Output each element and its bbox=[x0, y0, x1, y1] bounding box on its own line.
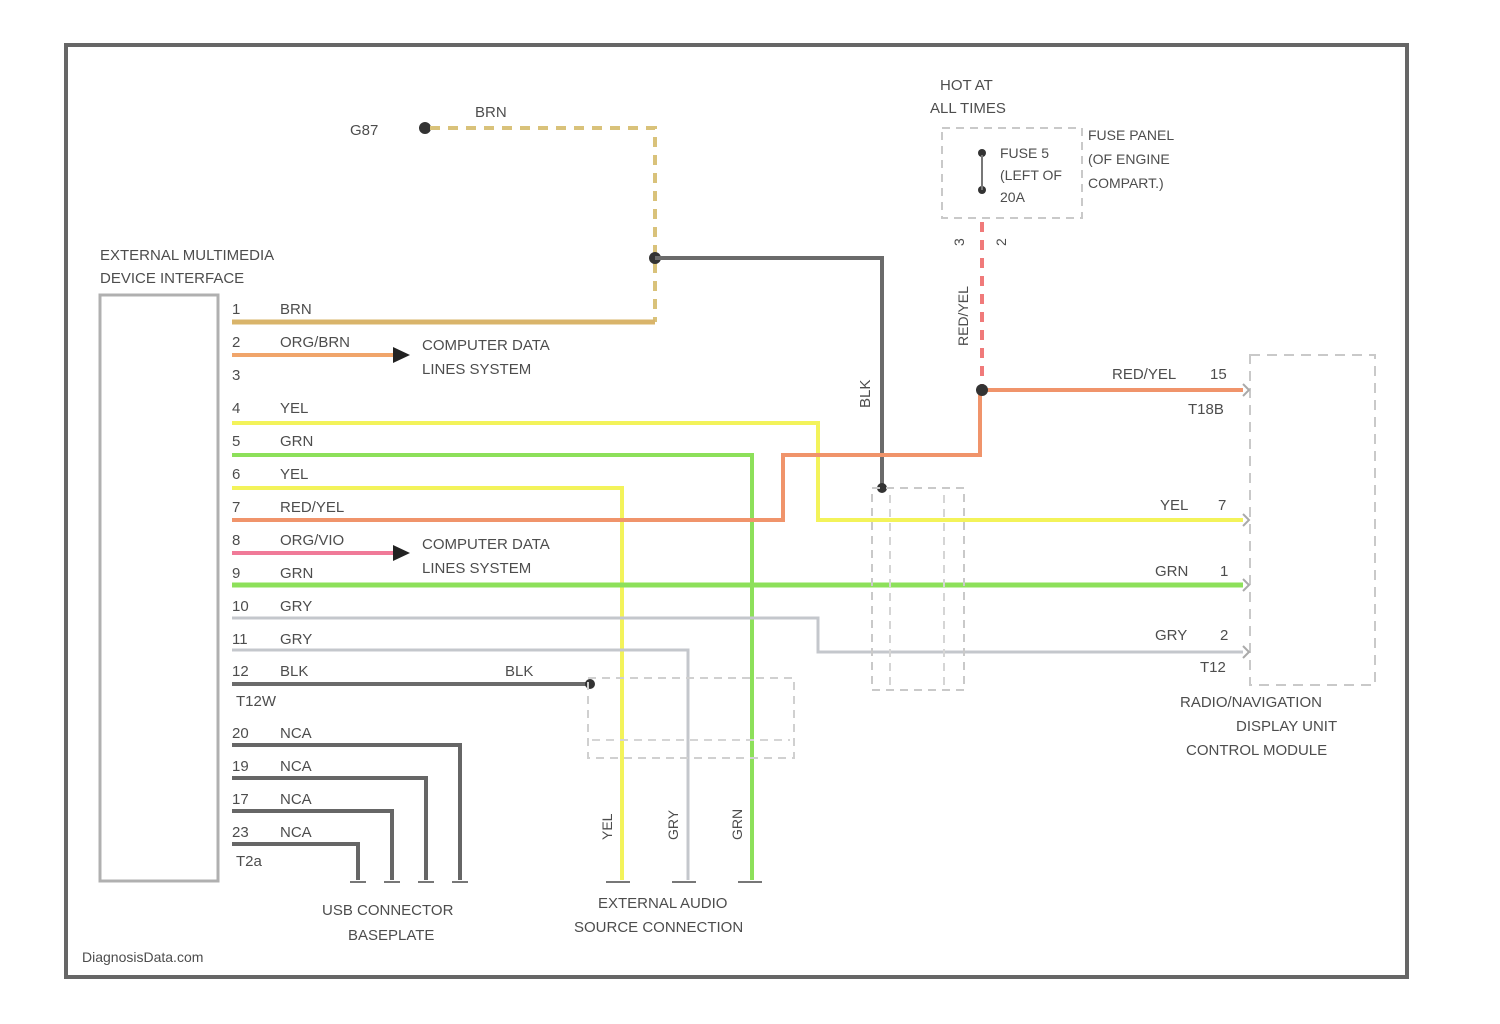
pin-num: 2 bbox=[232, 334, 240, 351]
pin-wire: GRY bbox=[280, 598, 312, 615]
pin-wire: ORG/BRN bbox=[280, 334, 350, 351]
emdi-title-1: EXTERNAL MULTIMEDIA bbox=[100, 247, 274, 264]
pin-num: 11 bbox=[232, 631, 248, 648]
fuse-label-2: (LEFT OF bbox=[1000, 167, 1062, 183]
computer-data-2b: LINES SYSTEM bbox=[422, 560, 531, 577]
pin-num: 1 bbox=[232, 301, 240, 318]
ground-wire bbox=[430, 128, 655, 322]
pin-wire: YEL bbox=[280, 400, 308, 417]
pin-num: 4 bbox=[232, 400, 240, 417]
radio-title-1: RADIO/NAVIGATION bbox=[1180, 694, 1322, 711]
splice-redyel bbox=[976, 384, 988, 396]
ext-audio-1: EXTERNAL AUDIO bbox=[598, 895, 727, 912]
pin-num: 10 bbox=[232, 598, 249, 615]
usb-baseplate-2: BASEPLATE bbox=[348, 927, 434, 944]
pin-num: 6 bbox=[232, 466, 240, 483]
watermark: DiagnosisData.com bbox=[82, 949, 203, 965]
radio-pin-num-2: 7 bbox=[1218, 497, 1226, 514]
radio-module-box bbox=[1250, 355, 1375, 685]
fuse-wire-label: RED/YEL bbox=[955, 286, 971, 346]
pin-wire: BRN bbox=[280, 301, 312, 318]
usb-pin-wire: NCA bbox=[280, 791, 312, 808]
radio-title-2: DISPLAY UNIT bbox=[1236, 718, 1337, 735]
usb-baseplate-1: USB CONNECTOR bbox=[322, 902, 454, 919]
radio-pin-wire-1: RED/YEL bbox=[1112, 366, 1176, 383]
fuse-panel-2: (OF ENGINE bbox=[1088, 151, 1170, 167]
computer-data-1a: COMPUTER DATA bbox=[422, 337, 550, 354]
pin-wire: RED/YEL bbox=[280, 499, 344, 516]
blk-mid-label: BLK bbox=[505, 663, 533, 680]
hot-label-1: HOT AT bbox=[940, 77, 993, 94]
ext-audio-shield-box bbox=[588, 678, 794, 758]
arrow-computer-data-2 bbox=[393, 545, 410, 561]
radio-pin-num-1: 15 bbox=[1210, 366, 1227, 383]
radio-connector-top: T18B bbox=[1188, 401, 1224, 418]
ground-point bbox=[419, 122, 431, 134]
usb-pin-num: 23 bbox=[232, 824, 249, 841]
radio-title-3: CONTROL MODULE bbox=[1186, 742, 1327, 759]
ground-wire-label: BRN bbox=[475, 104, 507, 121]
pin-wire: GRN bbox=[280, 433, 313, 450]
radio-pin-num-4: 2 bbox=[1220, 627, 1228, 644]
emdi-connector-label: T12W bbox=[236, 693, 277, 710]
radio-connector-bottom: T12 bbox=[1200, 659, 1226, 676]
pin-wire: BLK bbox=[280, 663, 308, 680]
usb-pin-wire: NCA bbox=[280, 824, 312, 841]
ext-wire-gry: GRY bbox=[665, 809, 681, 840]
pin-num: 7 bbox=[232, 499, 240, 516]
wire-pin10-gry bbox=[232, 618, 1243, 652]
radio-terminal-marks bbox=[1243, 384, 1249, 658]
ground-label: G87 bbox=[350, 122, 378, 139]
pin-num: 9 bbox=[232, 565, 240, 582]
arrow-computer-data-1 bbox=[393, 347, 410, 363]
ext-audio-2: SOURCE CONNECTION bbox=[574, 919, 743, 936]
fuse-label-3: 20A bbox=[1000, 189, 1026, 205]
fuse-label-1: FUSE 5 bbox=[1000, 145, 1049, 161]
fuse-panel-3: COMPART.) bbox=[1088, 175, 1164, 191]
fuse-pin-left: 3 bbox=[951, 238, 967, 246]
splice-blk-lower bbox=[585, 679, 595, 689]
usb-connector-label: T2a bbox=[236, 853, 263, 870]
pin-num: 12 bbox=[232, 663, 249, 680]
wire-pin4-yel bbox=[232, 423, 1243, 520]
hot-label-2: ALL TIMES bbox=[930, 100, 1006, 117]
usb-pin-wire: NCA bbox=[280, 758, 312, 775]
pin-num: 3 bbox=[232, 367, 240, 384]
emdi-title-2: DEVICE INTERFACE bbox=[100, 270, 244, 287]
computer-data-1b: LINES SYSTEM bbox=[422, 361, 531, 378]
radio-pin-num-3: 1 bbox=[1220, 563, 1228, 580]
pin-wire: GRY bbox=[280, 631, 312, 648]
pin-num: 8 bbox=[232, 532, 240, 549]
usb-pin-num: 17 bbox=[232, 791, 249, 808]
usb-pin-wire: NCA bbox=[280, 725, 312, 742]
radio-pin-wire-2: YEL bbox=[1160, 497, 1188, 514]
pin-wire: YEL bbox=[280, 466, 308, 483]
pin-wire: GRN bbox=[280, 565, 313, 582]
pin-num: 5 bbox=[232, 433, 240, 450]
fuse-panel-1: FUSE PANEL bbox=[1088, 127, 1174, 143]
computer-data-2a: COMPUTER DATA bbox=[422, 536, 550, 553]
blk-vertical-label: BLK bbox=[857, 380, 874, 408]
ext-wire-grn: GRN bbox=[729, 809, 745, 840]
usb-pin-num: 19 bbox=[232, 758, 249, 775]
emdi-module-box bbox=[100, 295, 218, 881]
radio-pin-wire-4: GRY bbox=[1155, 627, 1187, 644]
usb-pin-num: 20 bbox=[232, 725, 249, 742]
fuse-pin-right: 2 bbox=[993, 238, 1009, 246]
pin-wire: ORG/VIO bbox=[280, 532, 344, 549]
radio-pin-wire-3: GRN bbox=[1155, 563, 1188, 580]
ext-wire-yel: YEL bbox=[599, 813, 615, 840]
